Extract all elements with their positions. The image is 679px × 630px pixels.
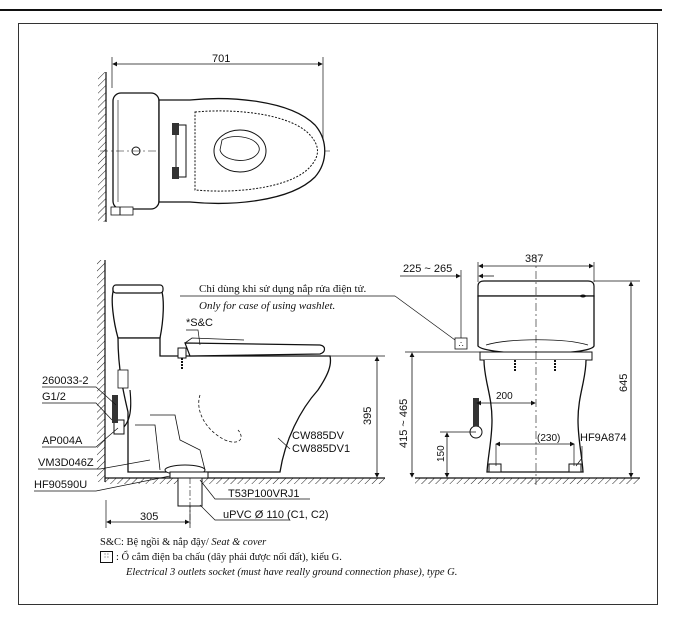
label-sc: *S&C [186, 317, 213, 329]
label-cw885dv: CW885DV [292, 430, 345, 442]
label-ap004a: AP004A [42, 435, 83, 447]
note-socket: ∷: Ổ cắm điện ba chấu (dây phải được nối… [100, 550, 640, 565]
notes: S&C: Bệ ngồi & nắp đậy/ Seat & cover ∷: … [100, 535, 640, 580]
note-socket-en-text: Electrical 3 outlets socket (must have r… [126, 567, 458, 578]
note-socket-en: Electrical 3 outlets socket (must have r… [100, 565, 640, 580]
label-washlet-en: Only for case of using washlet. [199, 300, 335, 312]
side-view [34, 260, 456, 528]
dim-305: 305 [140, 511, 158, 523]
dim-230: (230) [537, 433, 560, 444]
label-g12: G1/2 [42, 391, 66, 403]
dim-645: 645 [618, 374, 630, 392]
label-260033-2: 260033-2 [42, 375, 89, 387]
note-sc-vi: S&C: Bệ ngồi & nắp đậy/ [100, 537, 212, 548]
label-upvc: uPVC Ø 110 (C1, C2) [223, 509, 329, 521]
label-washlet-vi: Chỉ dùng khi sử dụng nắp rửa điện tử. [199, 283, 367, 295]
dim-701: 701 [212, 53, 230, 65]
label-hf90590u: HF90590U [34, 479, 87, 491]
socket-icon: ∷ [100, 551, 113, 564]
front-view: ∴ [400, 255, 640, 485]
note-socket-vi: : Ổ cắm điện ba chấu (dây phải được nối … [116, 552, 342, 563]
note-sc: S&C: Bệ ngồi & nắp đậy/ Seat & cover [100, 535, 640, 550]
dim-387: 387 [525, 253, 543, 265]
drawing-frame [18, 23, 658, 605]
label-t53p100vrj1: T53P100VRJ1 [228, 488, 300, 500]
label-vm3d046z: VM3D046Z [38, 457, 94, 469]
dim-200: 200 [496, 391, 513, 402]
label-hf9a874: HF9A874 [580, 432, 626, 444]
dim-395: 395 [362, 407, 374, 425]
svg-text:∴: ∴ [458, 340, 463, 349]
top-view [98, 57, 330, 222]
label-cw885dv1: CW885DV1 [292, 443, 350, 455]
note-sc-en: Seat & cover [211, 537, 267, 548]
dim-150: 150 [436, 445, 447, 462]
dim-415-465: 415 ~ 465 [398, 399, 410, 448]
header-rule [0, 9, 662, 11]
dim-225-265: 225 ~ 265 [403, 263, 452, 275]
